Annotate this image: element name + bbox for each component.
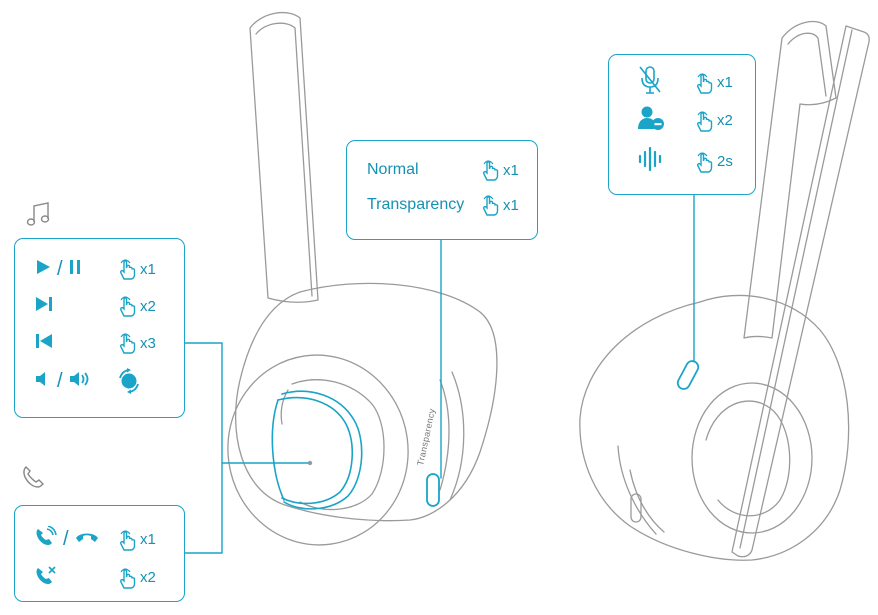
boom-mic [731, 25, 870, 558]
anc_modes-row: Transparency x1 [367, 193, 519, 217]
left-earcup [227, 282, 498, 546]
tap-icon [693, 150, 715, 174]
anc-modes-box [346, 140, 538, 240]
next-track-icon [34, 295, 54, 318]
gesture-count: x1 [140, 260, 156, 278]
volume-down-icon [34, 370, 52, 393]
answer-call-icon [34, 525, 58, 553]
tap-icon [479, 193, 501, 217]
rotate-icon [116, 368, 142, 394]
previous-track-icon [34, 332, 54, 355]
gesture-count: x2 [140, 569, 156, 586]
gesture-count: x3 [140, 334, 156, 352]
tap-icon [693, 109, 715, 133]
mode-label: Transparency [367, 196, 465, 213]
mute-button-outline [676, 360, 700, 390]
volume-up-icon [68, 370, 92, 393]
gesture-count: 2s [717, 153, 733, 170]
gesture-count: x1 [717, 74, 733, 91]
call-controls-box [14, 505, 185, 602]
music_controls-row: x2 [34, 294, 156, 318]
tap-icon [116, 294, 138, 318]
end-call-icon [74, 530, 100, 549]
gesture-count: x2 [140, 297, 156, 315]
gesture-count: x1 [503, 196, 519, 214]
pause-icon [68, 258, 82, 281]
right-headband [743, 20, 837, 339]
transparency-button-outline [426, 473, 440, 507]
mic_controls-row: x2 [637, 105, 733, 136]
tap-icon [116, 257, 138, 281]
phone-icon [23, 466, 44, 488]
voice-wave-icon [637, 146, 665, 177]
music-note-icon [26, 202, 50, 226]
tap-icon [693, 71, 715, 95]
separator: / [57, 369, 63, 392]
reject-call-icon [34, 564, 58, 591]
call_controls-row: / x1 [34, 525, 156, 553]
user-remove-icon [637, 105, 665, 136]
gesture-count: x1 [140, 531, 156, 548]
connector-lines [184, 194, 695, 554]
mic-controls-box [608, 54, 756, 195]
gesture-count: x1 [503, 161, 519, 179]
gesture-count: x2 [717, 112, 733, 129]
mode-label: Normal [367, 161, 419, 178]
music_controls-row: x3 [34, 331, 156, 355]
left-touchpad [271, 390, 363, 510]
music_controls-row: / x1 [34, 257, 156, 281]
right-earcup [579, 294, 850, 561]
mic_controls-row: x1 [637, 64, 733, 101]
tap-icon [116, 331, 138, 355]
call_controls-row: x2 [34, 564, 156, 591]
left-headband [249, 11, 319, 303]
tap-icon [479, 158, 501, 182]
tap-icon [116, 528, 138, 552]
separator: / [63, 528, 69, 550]
mic_controls-row: 2s [637, 146, 733, 177]
tap-icon [116, 566, 138, 590]
separator: / [57, 257, 63, 280]
music_controls-row: / [34, 368, 144, 394]
play-icon [34, 258, 52, 281]
anc_modes-row: Normal x1 [367, 158, 519, 182]
mute-mic-icon [637, 64, 663, 101]
